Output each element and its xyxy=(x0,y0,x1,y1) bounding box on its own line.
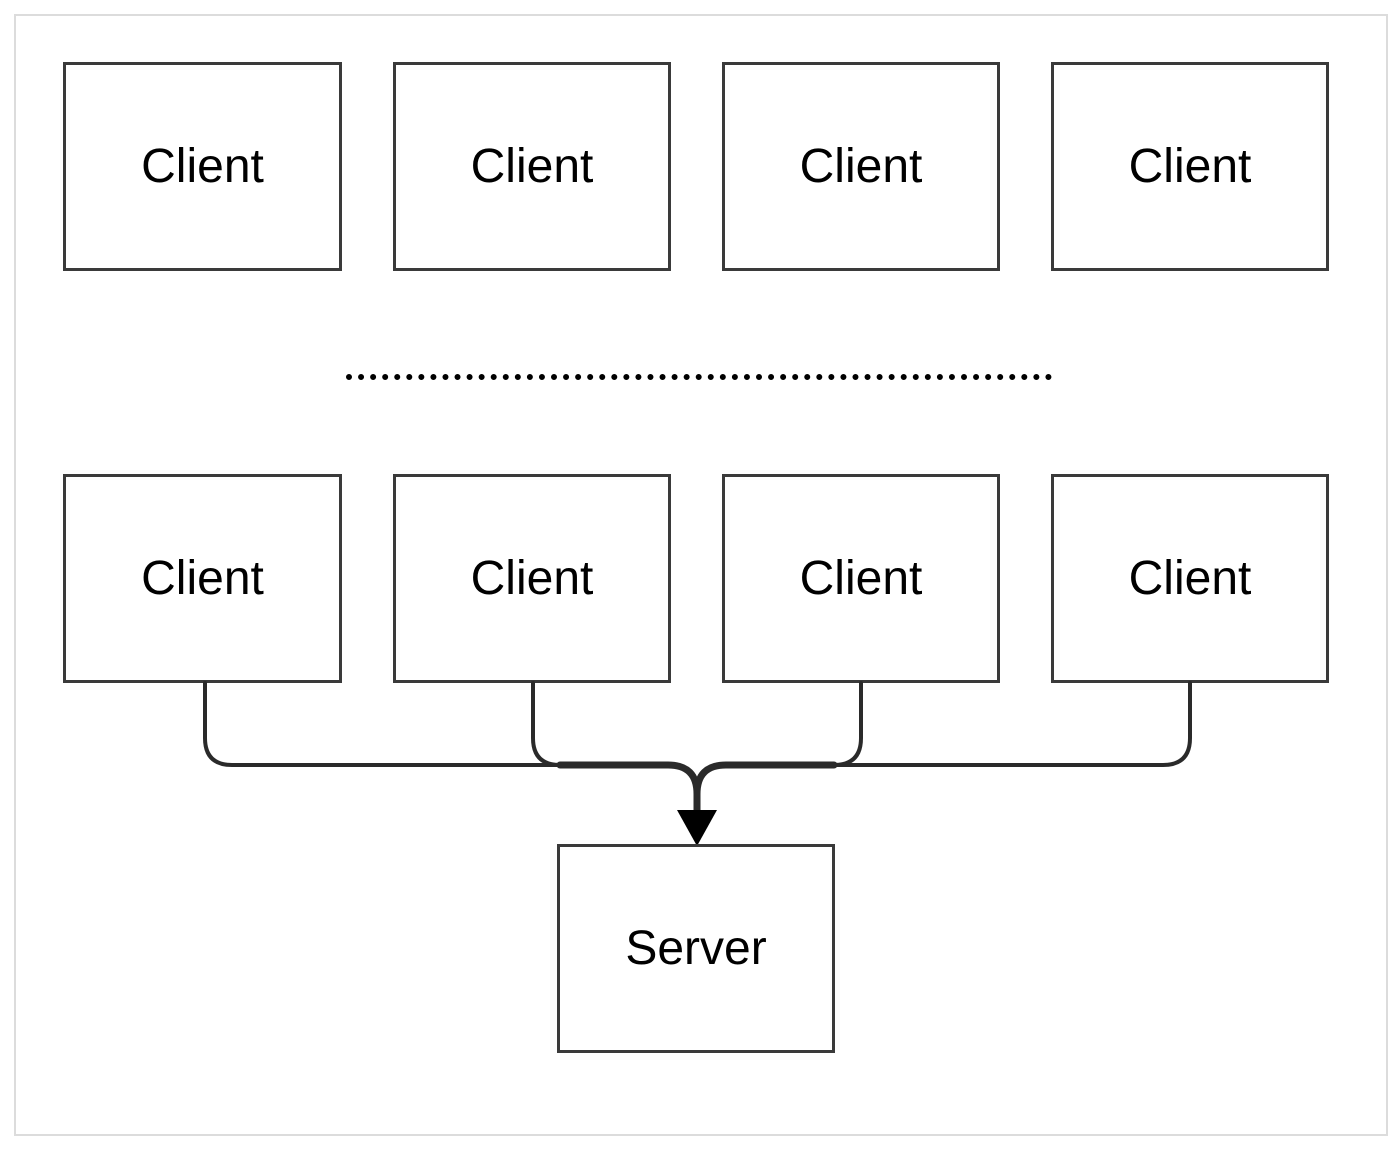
client-label: Client xyxy=(470,140,594,193)
client-label: Client xyxy=(470,552,594,605)
server-box: Server xyxy=(557,844,835,1053)
connector-client-4 xyxy=(695,681,1192,796)
client-label: Client xyxy=(141,552,264,605)
arrowhead-icon xyxy=(677,810,717,846)
client-label: Client xyxy=(1128,140,1252,193)
client-box-bottom-4: Client xyxy=(1051,474,1329,683)
client-box-top-1: Client xyxy=(63,62,342,271)
client-box-top-4: Client xyxy=(1051,62,1329,271)
client-label: Client xyxy=(141,140,264,193)
client-box-top-3: Client xyxy=(722,62,1000,271)
ellipsis-divider xyxy=(346,374,1052,380)
client-box-bottom-2: Client xyxy=(393,474,671,683)
connector-client-3 xyxy=(695,681,863,796)
connector-client-1 xyxy=(203,681,699,814)
client-box-bottom-1: Client xyxy=(63,474,342,683)
client-label: Client xyxy=(1128,552,1252,605)
connector-client-2 xyxy=(531,681,699,796)
server-label: Server xyxy=(625,922,767,975)
connector-merge-emphasis xyxy=(556,761,838,816)
client-label: Client xyxy=(799,552,923,605)
client-label: Client xyxy=(799,140,923,193)
client-box-top-2: Client xyxy=(393,62,671,271)
client-box-bottom-3: Client xyxy=(722,474,1000,683)
